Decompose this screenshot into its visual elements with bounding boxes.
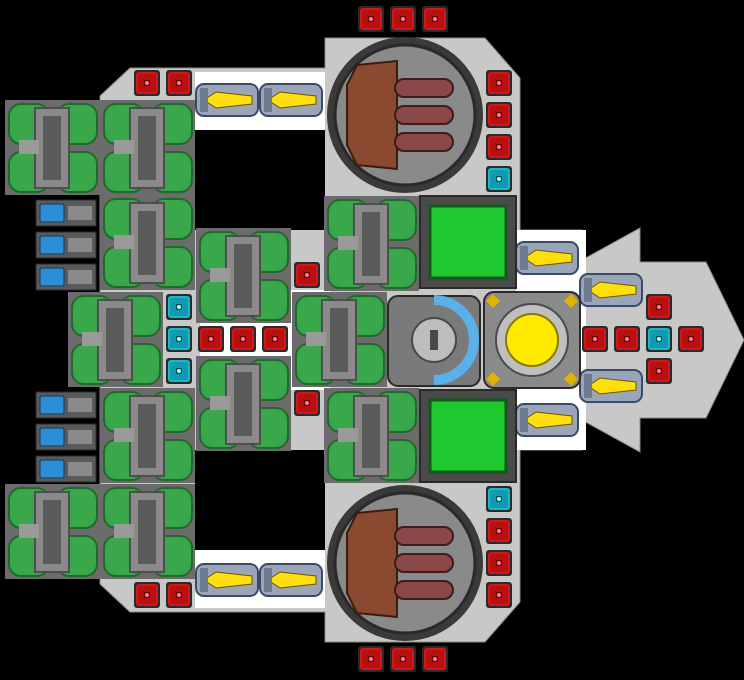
armor-block-icon [614,326,640,352]
armor-block-icon [486,582,512,608]
fuel-tank-icon [323,387,420,484]
turret-icon [325,483,485,643]
thruster-icon [195,83,259,117]
armor-block-icon [486,550,512,576]
armor-block-icon [486,102,512,128]
armor-block-icon [134,70,160,96]
armor-block-icon [166,294,192,320]
fuel-tank-icon [99,99,196,196]
thruster-icon [195,563,259,597]
fuel-tank-icon [99,194,196,291]
thruster-icon [259,83,323,117]
armor-block-icon [486,166,512,192]
armor-block-icon [262,326,288,352]
vent-icon [35,231,97,259]
thruster-icon [579,369,643,403]
armor-block-icon [198,326,224,352]
fuel-tank-icon [99,387,196,484]
vent-icon [35,423,97,451]
armor-block-icon [358,646,384,672]
armor-block-icon [422,646,448,672]
fuel-tank-icon [291,291,388,388]
armor-block-icon [646,326,672,352]
thruster-icon [579,273,643,307]
armor-block-icon [230,326,256,352]
armor-block-icon [166,582,192,608]
green-panel-bottom [419,389,517,483]
armor-block-icon [646,358,672,384]
fuel-tank-icon [99,483,196,580]
fuel-tank-icon [323,195,420,292]
armor-block-icon [486,70,512,96]
armor-block-icon [486,486,512,512]
vent-icon [35,263,97,291]
void-bottom [195,450,325,550]
armor-block-icon [678,326,704,352]
gyroscope-icon [387,295,481,387]
vent-icon [35,455,97,483]
vent-icon [35,391,97,419]
fuel-tank-icon [67,291,164,388]
fuel-tank-icon [195,355,292,452]
fuel-tank-icon [4,99,101,196]
thruster-icon [259,563,323,597]
armor-block-icon [166,70,192,96]
thruster-icon [515,403,579,437]
fuel-tank-icon [4,483,101,580]
armor-block-icon [390,646,416,672]
void-top [195,130,325,230]
armor-block-icon [166,358,192,384]
armor-block-icon [358,6,384,32]
armor-block-icon [422,6,448,32]
armor-block-icon [134,582,160,608]
reactor-core-icon [483,291,581,389]
thruster-icon [515,241,579,275]
armor-block-icon [486,518,512,544]
armor-block-icon [582,326,608,352]
green-panel-top [419,195,517,289]
armor-block-icon [646,294,672,320]
armor-block-icon [294,390,320,416]
vent-icon [35,199,97,227]
armor-block-icon [390,6,416,32]
fuel-tank-icon [195,227,292,324]
armor-block-icon [486,134,512,160]
armor-block-icon [166,326,192,352]
armor-block-icon [294,262,320,288]
turret-icon [325,35,485,195]
